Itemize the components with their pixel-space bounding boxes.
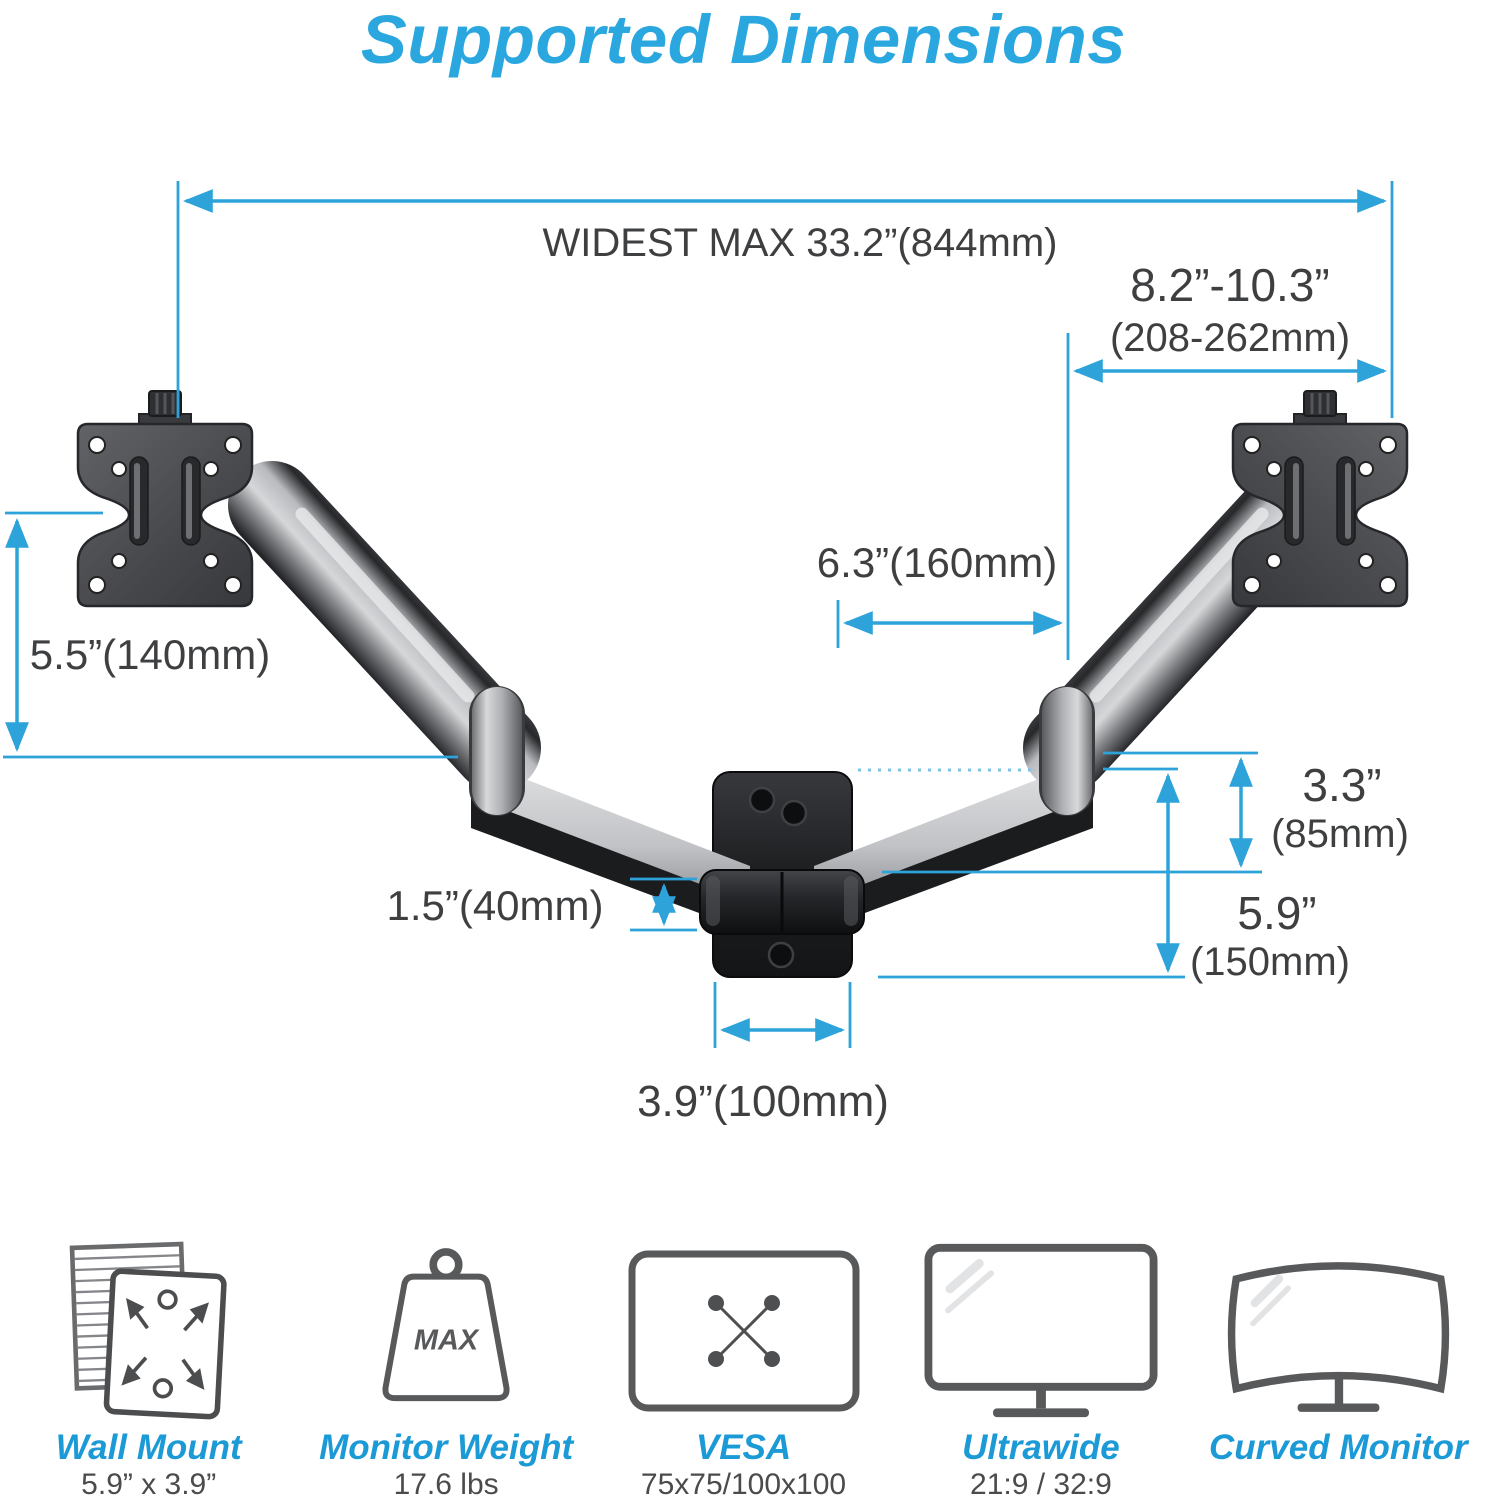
feature-value: 21:9 / 32:9 [970, 1468, 1112, 1501]
page-title: Supported Dimensions [360, 1, 1127, 78]
dimension-lines [3, 181, 1394, 1048]
label-widest-max: WIDEST MAX 33.2”(844mm) [543, 221, 1058, 265]
feature-label: Ultrawide [962, 1428, 1120, 1467]
feature-ultrawide: Ultrawide 21:9 / 32:9 [892, 1238, 1189, 1500]
curved-monitor-icon [1227, 1262, 1449, 1412]
feature-value: 75x75/100x100 [640, 1468, 847, 1501]
feature-monitor-weight: MAX Monitor Weight 17.6 lbs [297, 1238, 594, 1500]
feature-wall-mount: Wall Mount 5.9” x 3.9” [0, 1238, 297, 1500]
feature-label: VESA [695, 1428, 792, 1467]
feature-value: 5.9” x 3.9” [81, 1468, 217, 1501]
feature-curved-monitor: Curved Monitor [1190, 1238, 1487, 1500]
label-pivot-height: 3.3” [1302, 759, 1381, 811]
gas-spring-arm-left [272, 505, 750, 932]
label-arm-reach-mm: (208-262mm) [1110, 316, 1350, 360]
label-vesa-height: 5.5”(140mm) [30, 631, 270, 678]
dimension-diagram: WIDEST MAX 33.2”(844mm) 8.2”-10.3” (208-… [3, 181, 1409, 1126]
weight-icon: MAX [382, 1248, 510, 1402]
label-plate-height: 5.9” [1237, 887, 1316, 939]
feature-row: Wall Mount 5.9” x 3.9” MAX Monitor Weigh… [0, 1238, 1487, 1500]
label-pivot-height-mm: (85mm) [1271, 812, 1409, 856]
feature-vesa: VESA 75x75/100x100 [595, 1238, 892, 1500]
feature-value: 17.6 lbs [393, 1468, 499, 1501]
feature-label: Monitor Weight [319, 1428, 574, 1467]
label-plate-height-mm: (150mm) [1190, 940, 1350, 984]
wall-plate-clamp [699, 869, 865, 969]
vesa-plate-right [1231, 389, 1409, 608]
label-arm-reach: 8.2”-10.3” [1130, 259, 1329, 311]
label-drop: 1.5”(40mm) [386, 882, 603, 929]
ultrawide-monitor-icon [924, 1243, 1158, 1418]
weight-max-text: MAX [414, 1325, 480, 1357]
label-plate-width: 3.9”(100mm) [637, 1077, 889, 1126]
feature-label: Curved Monitor [1209, 1428, 1468, 1467]
feature-label: Wall Mount [55, 1428, 242, 1467]
vesa-pattern-icon [628, 1250, 860, 1412]
wall-mount-icon [69, 1241, 227, 1420]
vesa-plate-left [76, 389, 254, 608]
label-forearm: 6.3”(160mm) [817, 539, 1057, 586]
